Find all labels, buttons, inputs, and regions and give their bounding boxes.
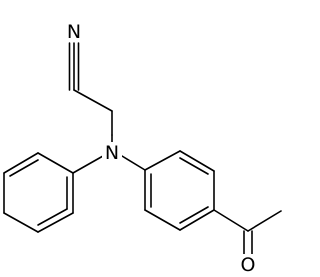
phenyl-ring-left (3, 152, 104, 233)
ring-double-1 (179, 157, 209, 175)
phenyl-bond-2 (3, 152, 39, 174)
atom-label-carbonyl-o: O (238, 254, 258, 276)
ring-bond-2 (179, 150, 215, 172)
ring-bond-1 (144, 150, 181, 171)
phenyl-bond-5 (37, 212, 74, 233)
acetyl-group (213, 209, 282, 255)
ring-double-2 (179, 206, 209, 224)
ring-bond-4 (179, 209, 215, 231)
phenyl-double-1 (9, 159, 39, 177)
bond-carbonyl-methyl (247, 210, 282, 232)
bond-n-phenyl (72, 155, 104, 174)
nitrile-group (68, 42, 113, 143)
ring-bond-5 (144, 209, 181, 231)
phenyl-double-2 (37, 208, 68, 226)
atom-label-nitrile-n: N (64, 20, 84, 43)
acetylphenyl-ring (121, 150, 215, 231)
bond-c1-c2 (73, 89, 113, 112)
amine-nitrogen-label: N (105, 142, 119, 164)
carbonyl-oxygen-label: O (241, 254, 256, 276)
phenyl-bond-4 (3, 212, 39, 233)
bond-n-ring (121, 155, 146, 171)
phenyl-bond-1 (37, 152, 74, 174)
bond-ring-carbonyl (213, 209, 249, 232)
nitrile-nitrogen-label: N (67, 21, 81, 43)
atom-label-amine-n: N (102, 142, 122, 164)
molecule-structure: N N O (3, 20, 282, 276)
